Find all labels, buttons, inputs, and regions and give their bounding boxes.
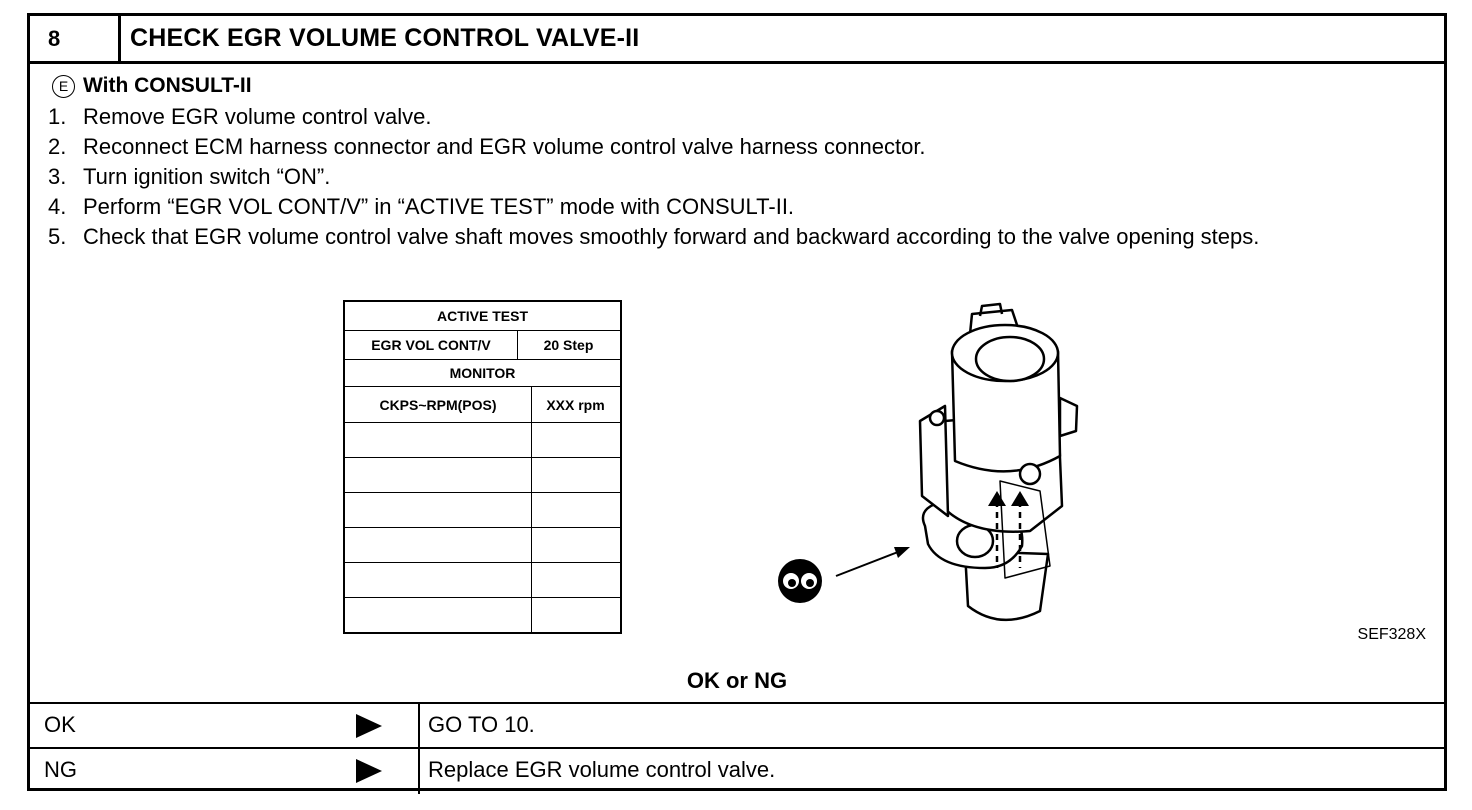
result-ok-label: OK [44, 712, 76, 737]
result-ok-action: GO TO 10. [428, 712, 535, 737]
step-item: 4. Perform “EGR VOL CONT/V” in “ACTIVE TE… [48, 192, 1428, 222]
result-row-divider [30, 702, 1444, 704]
monitor-empty-row [345, 563, 620, 598]
step-number: 8 [30, 16, 121, 61]
active-test-screen: ACTIVE TEST EGR VOL CONT/V 20 Step MONIT… [343, 300, 622, 634]
monitor-column-divider [531, 387, 532, 632]
monitor-label-row: MONITOR [345, 360, 620, 387]
procedure-steps: 1. Remove EGR volume control valve. 2. Rec… [48, 102, 1428, 252]
monitor-empty-row [345, 458, 620, 493]
step-item: 5. Check that EGR volume control valve sh… [48, 222, 1428, 252]
monitor-item-row: CKPS~RPM(POS) XXX rpm [345, 387, 620, 423]
step-item: 2. Reconnect ECM harness connector and EG… [48, 132, 1428, 162]
step-item-text: Perform “EGR VOL CONT/V” in “ACTIVE TEST… [83, 194, 795, 219]
result-row-divider [30, 747, 1444, 749]
monitor-empty-row [345, 423, 620, 458]
view-direction-icon [778, 547, 910, 603]
step-item-number: 5. [48, 224, 67, 249]
active-test-title-row: ACTIVE TEST [345, 302, 620, 331]
play-arrow-icon [356, 714, 382, 738]
result-ng-label: NG [44, 757, 77, 782]
monitor-label: MONITOR [449, 365, 516, 381]
step-item: 1. Remove EGR volume control valve. [48, 102, 1428, 132]
step-item-number: 1. [48, 104, 67, 129]
step-item-number: 2. [48, 134, 67, 159]
monitor-item-label: CKPS~RPM(POS) [379, 397, 497, 413]
result-ng-action: Replace EGR volume control valve. [428, 757, 776, 782]
step-item: 3. Turn ignition switch “ON”. [48, 162, 1428, 192]
monitor-item-value: XXX rpm [546, 397, 605, 413]
cell-divider [517, 331, 518, 359]
monitor-empty-row [345, 528, 620, 563]
result-heading: OK or NG [686, 668, 788, 693]
active-test-item-value: 20 Step [543, 337, 594, 353]
step-item-number: 3. [48, 164, 67, 189]
active-test-title: ACTIVE TEST [436, 308, 528, 324]
step-title: CHECK EGR VOLUME CONTROL VALVE-II [130, 24, 640, 52]
consult-icon: E [52, 74, 75, 98]
step-item-text: Reconnect ECM harness connector and EGR … [83, 134, 926, 159]
consult-heading-text: With CONSULT-II [83, 74, 252, 97]
step-item-text: Check that EGR volume control valve shaf… [83, 224, 1260, 249]
active-test-item-row: EGR VOL CONT/V 20 Step [345, 331, 620, 360]
procedure-frame: 8 CHECK EGR VOLUME CONTROL VALVE-II E Wit… [27, 13, 1447, 794]
play-arrow-icon [356, 759, 382, 783]
figure-code: SEF328X [1357, 626, 1426, 643]
active-test-item-label: EGR VOL CONT/V [371, 337, 491, 353]
consult-heading: E With CONSULT-II [50, 72, 252, 100]
step-header: 8 CHECK EGR VOLUME CONTROL VALVE-II [30, 16, 1444, 64]
result-column-divider [418, 702, 420, 794]
egr-valve-illustration [918, 302, 1079, 622]
step-item-number: 4. [48, 194, 67, 219]
step-item-text: Turn ignition switch “ON”. [83, 164, 331, 189]
step-item-text: Remove EGR volume control valve. [83, 104, 432, 129]
monitor-empty-row [345, 493, 620, 528]
